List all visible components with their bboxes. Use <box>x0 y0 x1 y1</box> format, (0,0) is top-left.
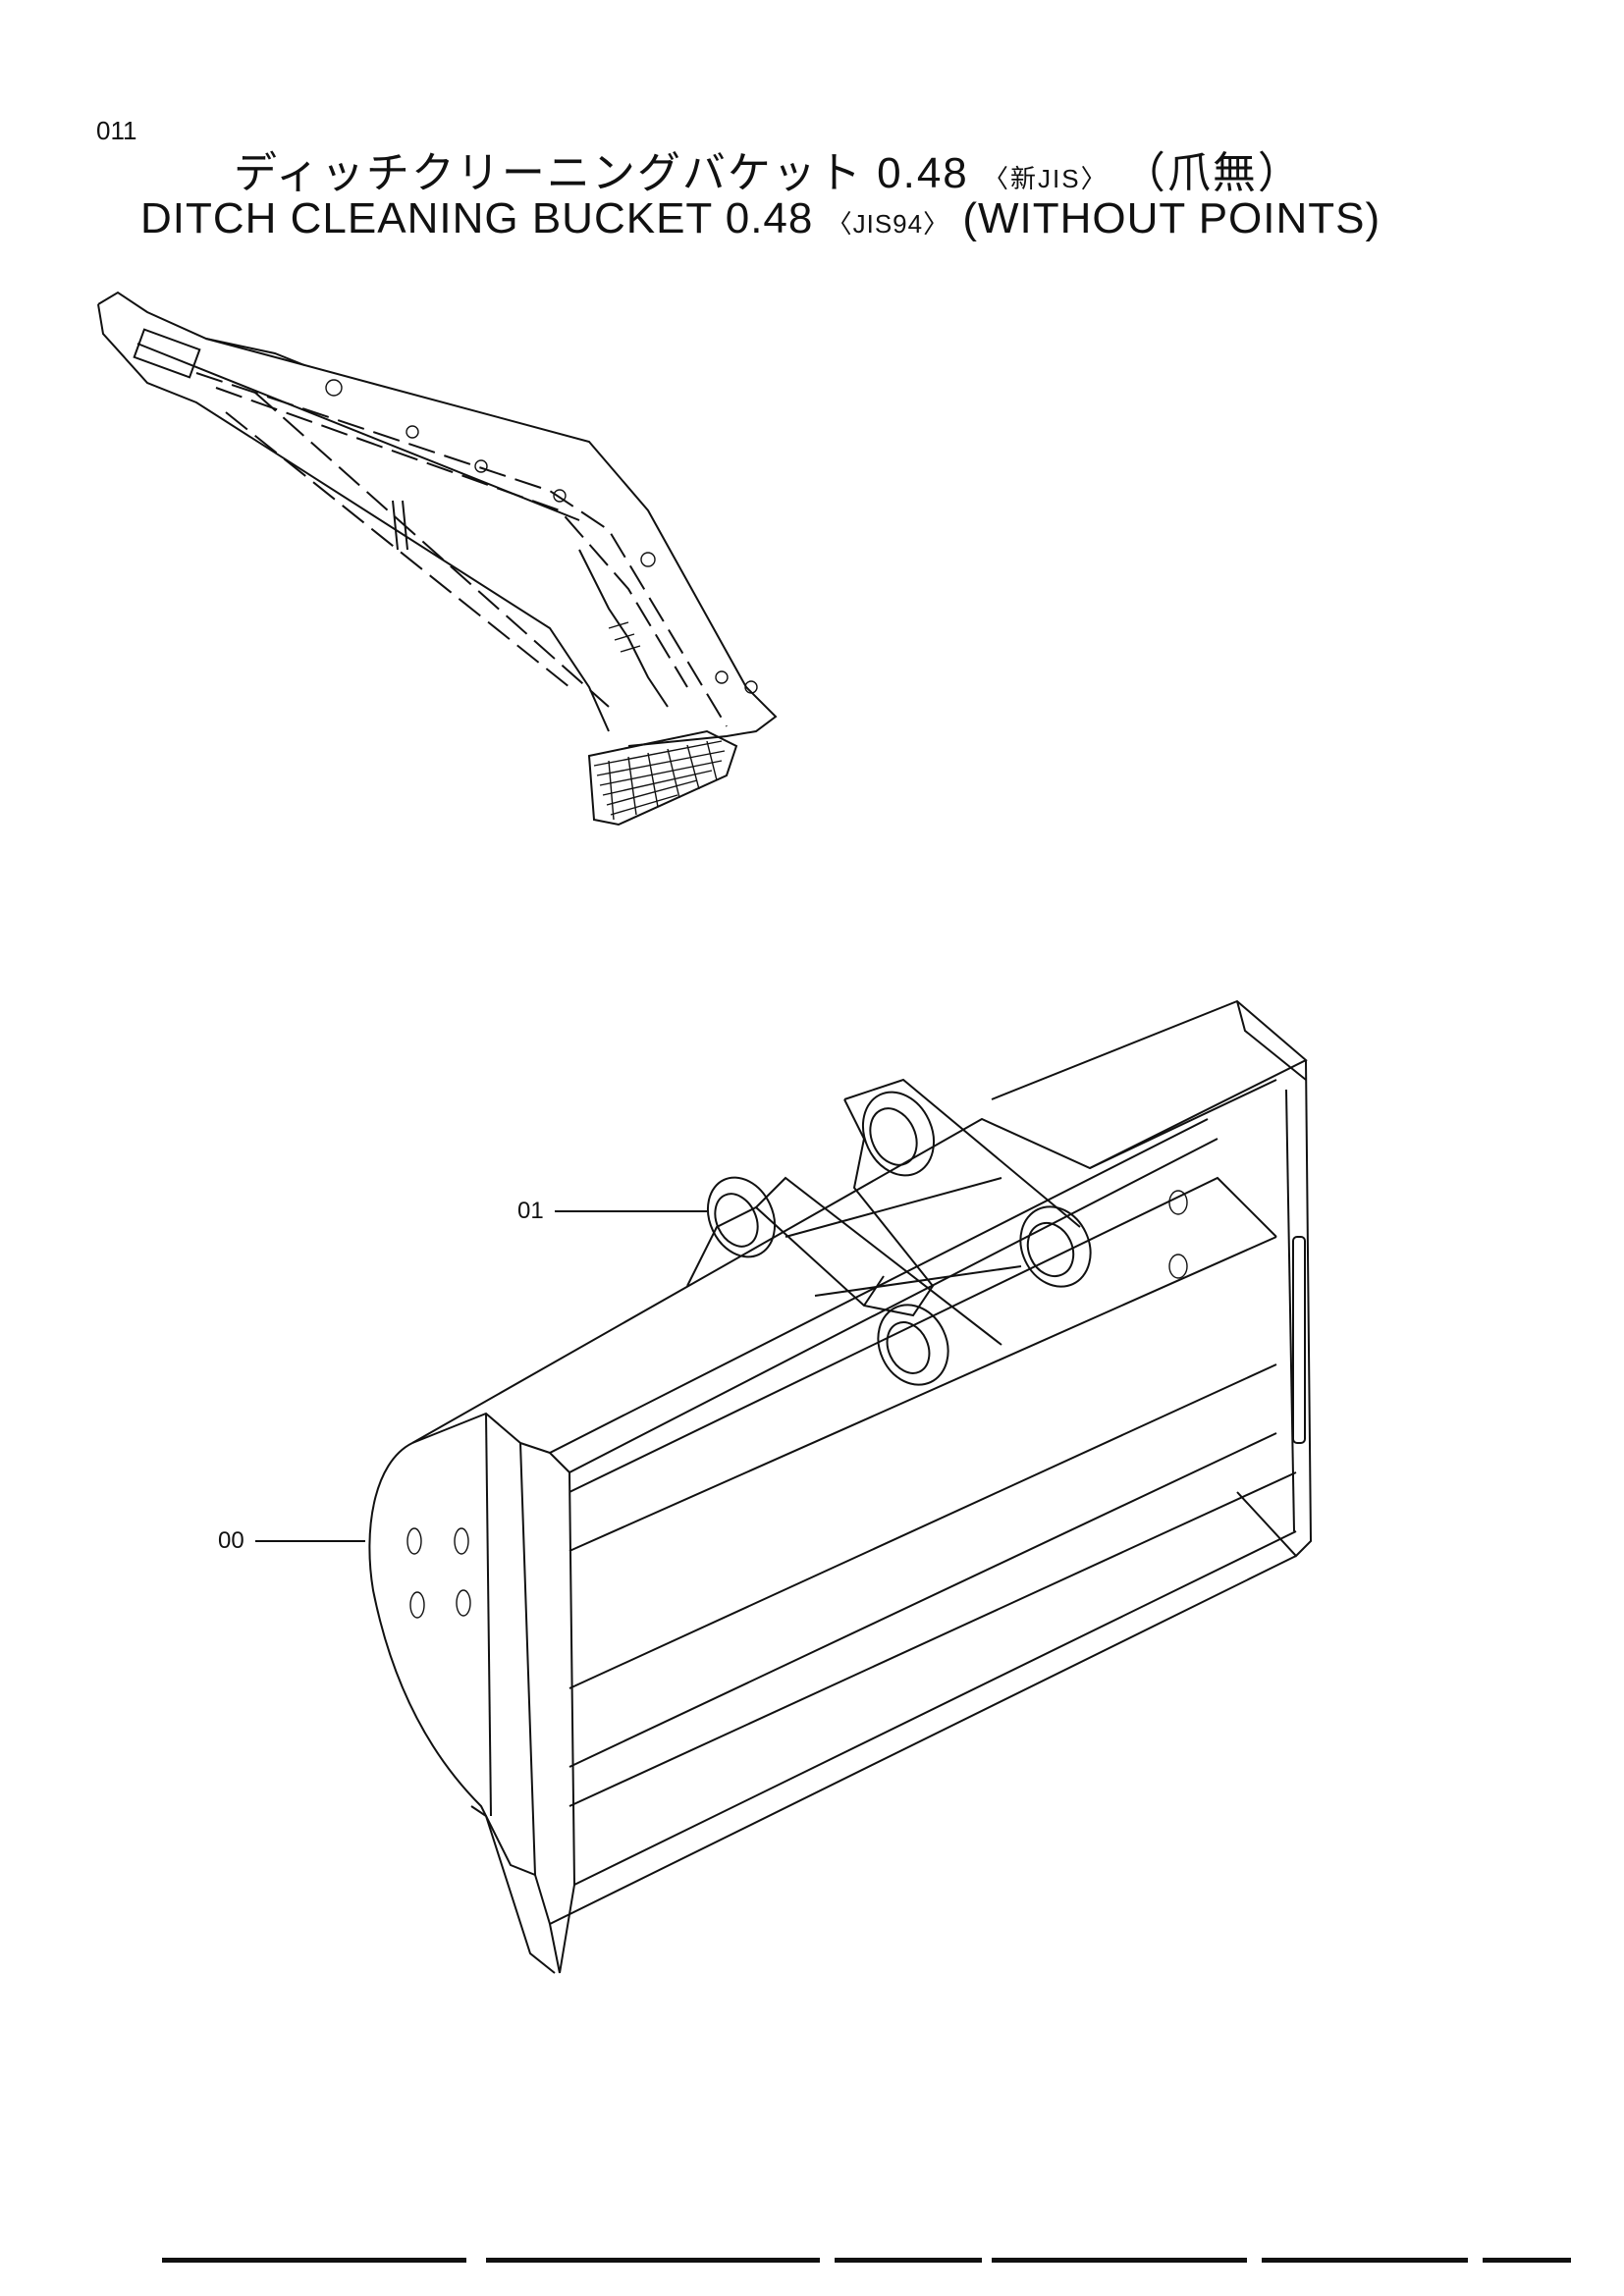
title-japanese: ディッチクリーニングバケット 0.48 〈新JIS〉 （爪無） <box>234 137 1303 200</box>
page-number: 011 <box>96 116 137 145</box>
arm-overview-illustration <box>97 291 778 827</box>
pin-boss-bottom <box>877 1304 949 1386</box>
pin-boss-left <box>706 1176 777 1258</box>
bucket-overview-icon <box>587 729 738 827</box>
title-jp-main: ディッチクリーニングバケット 0.48 <box>234 149 969 197</box>
footer-rule <box>992 2258 1247 2263</box>
footer-rule <box>1262 2258 1468 2263</box>
footer-rule <box>835 2258 982 2263</box>
ditch-cleaning-bucket-drawing <box>368 999 1313 1974</box>
footer-rule <box>1483 2258 1571 2263</box>
title-english: DITCH CLEANING BUCKET 0.48 〈JIS94〉 (WITH… <box>140 194 1380 243</box>
pin-boss-right <box>1019 1205 1092 1288</box>
footer-rule <box>162 2258 466 2263</box>
title-en-note: (WITHOUT POINTS) <box>962 194 1381 242</box>
title-jp-standard: 〈新JIS〉 <box>983 164 1109 193</box>
part-ref-01: 01 <box>517 1198 544 1224</box>
title-en-standard: 〈JIS94〉 <box>826 209 950 239</box>
part-ref-00: 00 <box>218 1527 244 1554</box>
footer-rule <box>486 2258 820 2263</box>
title-jp-note: （爪無） <box>1121 149 1303 197</box>
pin-boss-top-right <box>862 1091 935 1177</box>
title-en-main: DITCH CLEANING BUCKET 0.48 <box>140 194 814 242</box>
